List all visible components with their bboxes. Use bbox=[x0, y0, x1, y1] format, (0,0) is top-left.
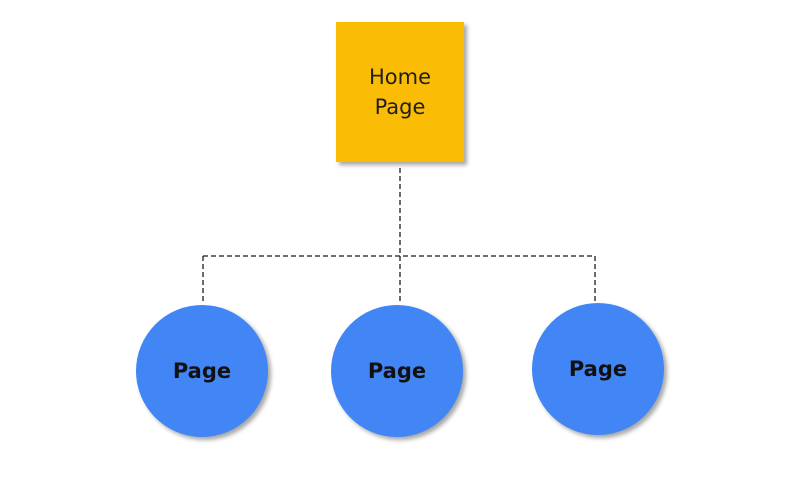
page-node-1: Page bbox=[136, 305, 268, 437]
home-page-label-line1: Home bbox=[368, 65, 431, 89]
page-node-2: Page bbox=[331, 305, 463, 437]
page-node-3: Page bbox=[532, 303, 664, 435]
page-node-label: Page bbox=[568, 357, 628, 381]
page-node-label: Page bbox=[172, 359, 232, 383]
home-page-node: Home Page bbox=[336, 22, 464, 162]
home-page-label-line2: Page bbox=[374, 95, 426, 119]
page-node-label: Page bbox=[367, 359, 427, 383]
